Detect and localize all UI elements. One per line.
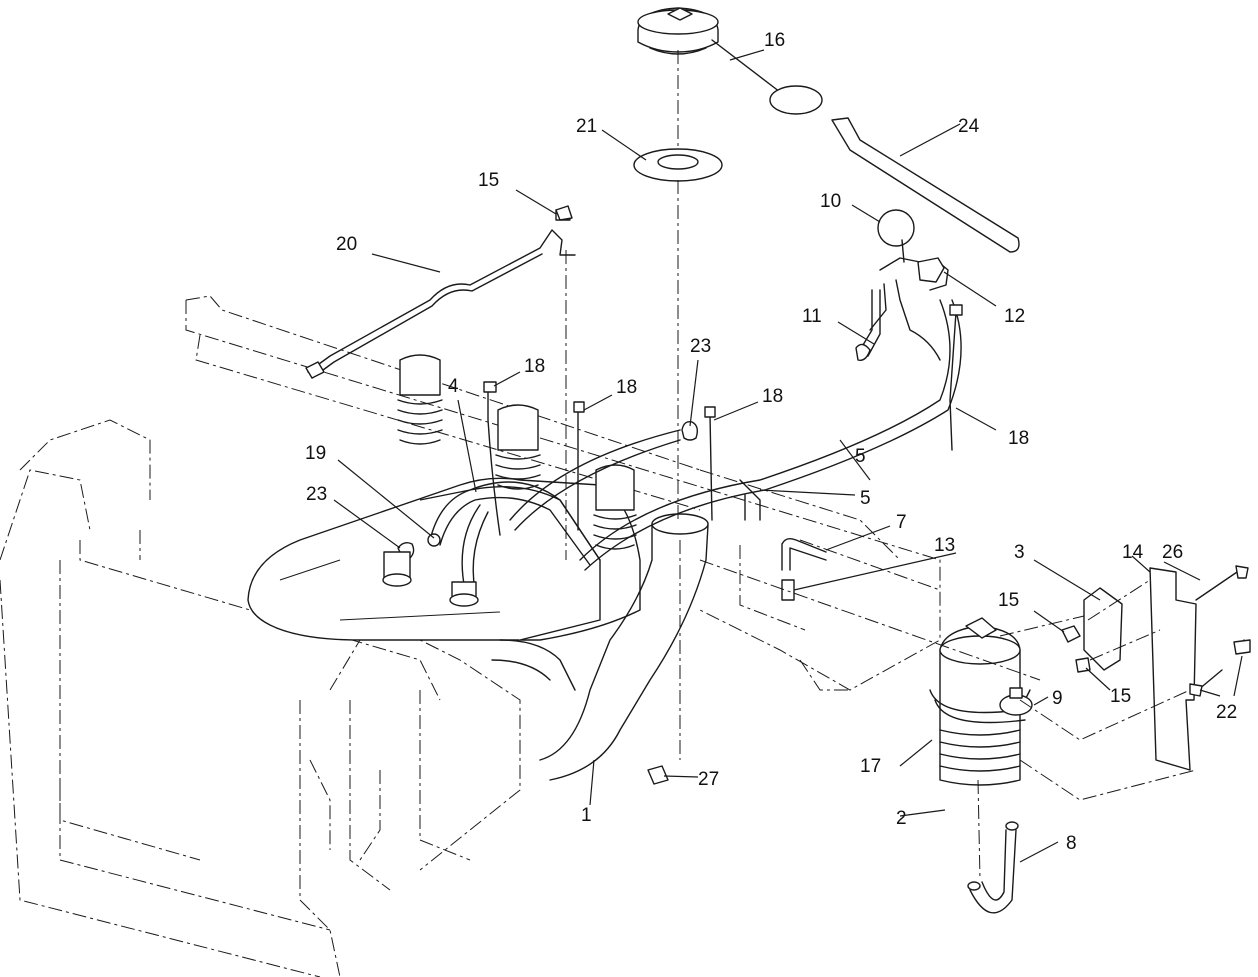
callout-17: 17 bbox=[860, 756, 881, 777]
vent-tube-elbow bbox=[855, 289, 881, 361]
purge-valve bbox=[999, 687, 1033, 716]
callout-19: 19 bbox=[305, 443, 326, 464]
callout-18-far-right: 18 bbox=[1008, 428, 1029, 449]
vent-hose-assembly bbox=[429, 299, 962, 591]
cable-tie-2 bbox=[573, 401, 585, 531]
callout-16: 16 bbox=[764, 30, 785, 51]
fuel-tank bbox=[247, 477, 641, 641]
callout-18-right: 18 bbox=[762, 386, 783, 407]
tank-fitting-left bbox=[382, 551, 412, 587]
callout-26: 26 bbox=[1162, 542, 1183, 563]
callout-1: 1 bbox=[581, 805, 592, 826]
callout-8: 8 bbox=[1066, 833, 1077, 854]
callout-15-canister-lower: 15 bbox=[1110, 686, 1131, 707]
fuel-cap bbox=[637, 7, 823, 115]
vent-tee bbox=[917, 257, 945, 283]
nut-15a bbox=[1061, 625, 1081, 643]
drain-hose bbox=[967, 821, 1019, 914]
callout-2: 2 bbox=[896, 808, 907, 829]
bolt-22a bbox=[1189, 669, 1223, 697]
callout-15-canister-upper: 15 bbox=[998, 590, 1019, 611]
assembly-centerlines bbox=[565, 50, 1197, 881]
nut-27 bbox=[647, 765, 669, 785]
cable-tie-1 bbox=[483, 381, 501, 536]
callout-14: 14 bbox=[1122, 542, 1144, 563]
callout-5-lower: 5 bbox=[860, 488, 871, 509]
nut-15c bbox=[555, 205, 573, 221]
hose-strap bbox=[831, 117, 1020, 253]
callout-12: 12 bbox=[1004, 306, 1025, 327]
hose-end-19 bbox=[427, 533, 441, 547]
callout-23-lower: 23 bbox=[306, 484, 327, 505]
callout-labels: 1 2 3 4 5 5 7 8 9 10 11 12 13 14 15 15 1… bbox=[305, 30, 1237, 854]
canister-bracket bbox=[1083, 587, 1123, 671]
callout-21: 21 bbox=[576, 116, 597, 137]
cable-tie-3 bbox=[704, 406, 716, 521]
spring-isolator-left bbox=[397, 354, 443, 445]
callout-15-bracket: 15 bbox=[478, 170, 499, 191]
callout-9: 9 bbox=[1052, 688, 1063, 709]
bolt-26 bbox=[1195, 565, 1249, 601]
cable-tie-4 bbox=[949, 304, 963, 451]
tank-fitting-middle bbox=[449, 581, 479, 607]
callout-13: 13 bbox=[934, 535, 955, 556]
callout-24: 24 bbox=[958, 116, 980, 137]
spring-isolator-middle bbox=[495, 404, 541, 490]
spring-isolator-right bbox=[593, 464, 637, 550]
callout-11: 11 bbox=[802, 306, 822, 327]
mount-plate bbox=[1149, 567, 1197, 771]
callout-3: 3 bbox=[1014, 542, 1025, 563]
callout-4: 4 bbox=[448, 376, 459, 397]
callout-23-upper: 23 bbox=[690, 336, 711, 357]
hose-clamp-upper bbox=[681, 420, 699, 441]
callout-27: 27 bbox=[698, 769, 719, 790]
callout-18-middle: 18 bbox=[616, 377, 637, 398]
bolt-22b bbox=[1233, 639, 1251, 655]
callout-18-left: 18 bbox=[524, 356, 545, 377]
canister-hose bbox=[781, 537, 827, 601]
callout-5-upper: 5 bbox=[855, 446, 866, 467]
vent-valve bbox=[869, 209, 949, 361]
callout-22: 22 bbox=[1216, 702, 1237, 723]
callout-20: 20 bbox=[336, 234, 357, 255]
callout-leaders bbox=[333, 49, 1243, 863]
filler-neck-gasket bbox=[633, 148, 723, 182]
callout-7: 7 bbox=[896, 512, 907, 533]
callout-10: 10 bbox=[820, 191, 841, 212]
